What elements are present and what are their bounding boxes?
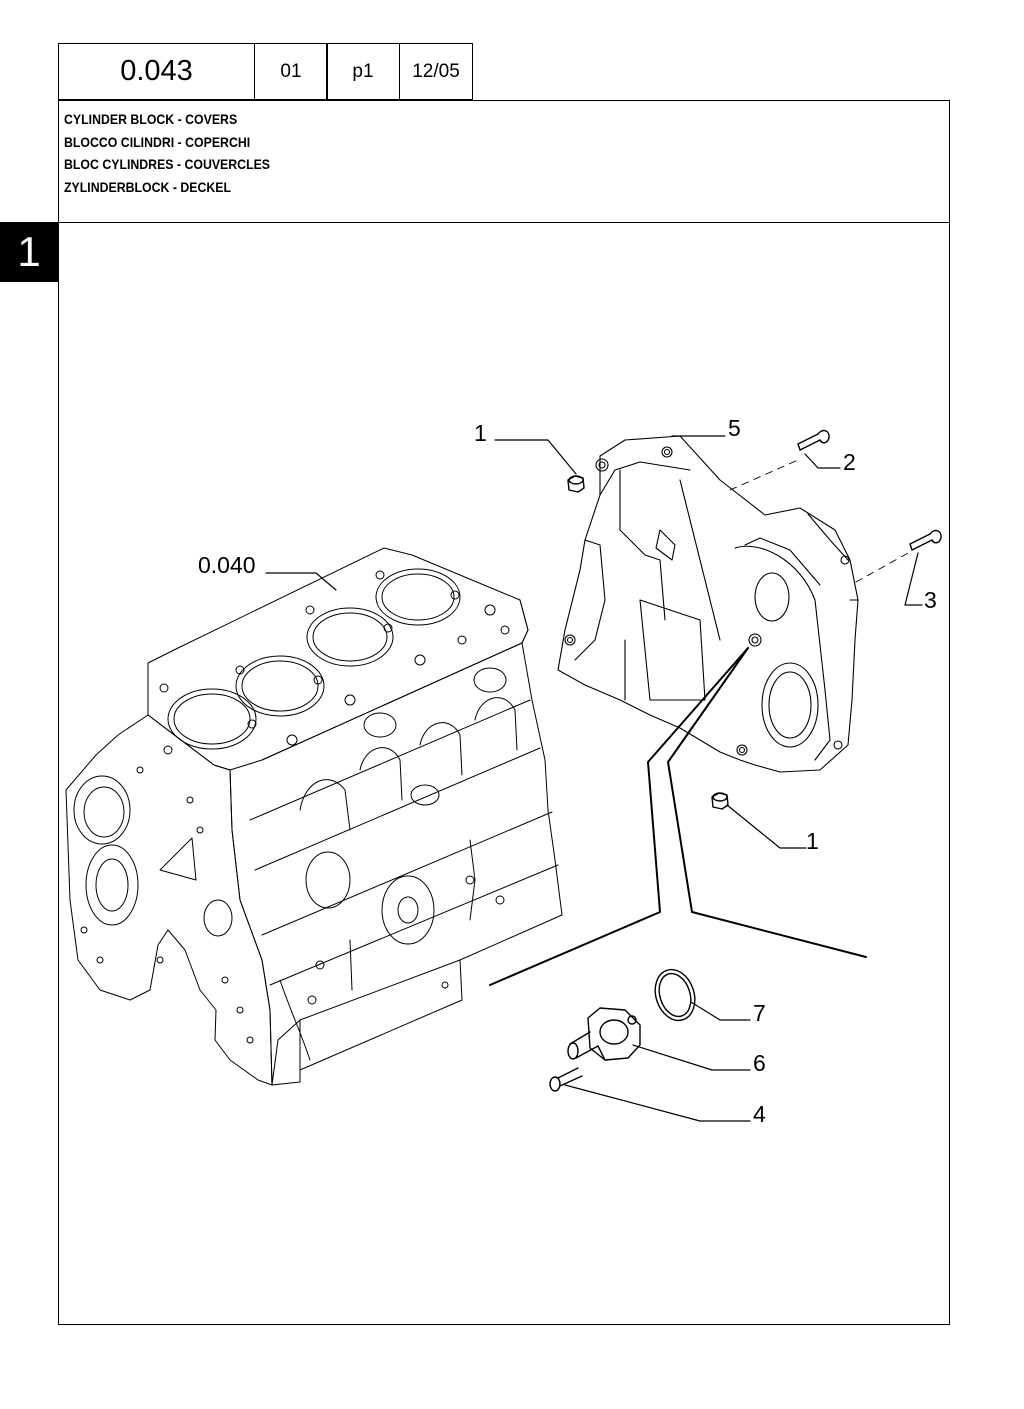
nut-top-illustration	[567, 475, 585, 493]
ref-cover: 5	[728, 415, 741, 441]
pump-illustration	[567, 1007, 641, 1061]
ref-bolt-lower: 3	[924, 587, 937, 613]
title-block: CYLINDER BLOCK - COVERS BLOCCO CILINDRI …	[58, 100, 950, 223]
title-english: CYLINDER BLOCK - COVERS	[64, 111, 238, 127]
cylinder-block-illustration	[65, 547, 563, 1086]
revision-date: 12/05	[399, 43, 473, 100]
ref-block: 0.040	[198, 552, 256, 578]
bolt-lower-illustration	[909, 529, 942, 551]
ref-o-ring: 7	[753, 1000, 766, 1026]
ref-nut-top: 1	[474, 420, 487, 446]
ref-pump: 6	[753, 1050, 766, 1076]
timing-cover-illustration	[557, 435, 859, 773]
ref-nut-bottom: 1	[806, 828, 819, 854]
group-code: 0.043	[58, 43, 255, 100]
bolt-upper-illustration	[797, 429, 830, 451]
section-tab[interactable]: 1	[0, 222, 58, 282]
drawing-frame	[58, 222, 950, 1325]
ref-bolt-upper: 2	[843, 449, 856, 475]
title-german: ZYLINDERBLOCK - DECKEL	[64, 178, 232, 195]
o-ring-illustration	[654, 968, 696, 1022]
section-number: 01	[254, 43, 328, 100]
screw-illustration	[549, 1067, 583, 1092]
axis-lines	[729, 459, 911, 583]
nut-bottom-illustration	[711, 792, 729, 810]
ref-screw: 4	[753, 1101, 766, 1127]
leader-lines	[265, 435, 923, 1122]
detail-callout-lines	[489, 647, 867, 986]
title-italian: BLOCCO CILINDRI - COPERCHI	[64, 133, 251, 150]
title-french: BLOC CYLINDRES - COUVERCLES	[64, 156, 271, 172]
